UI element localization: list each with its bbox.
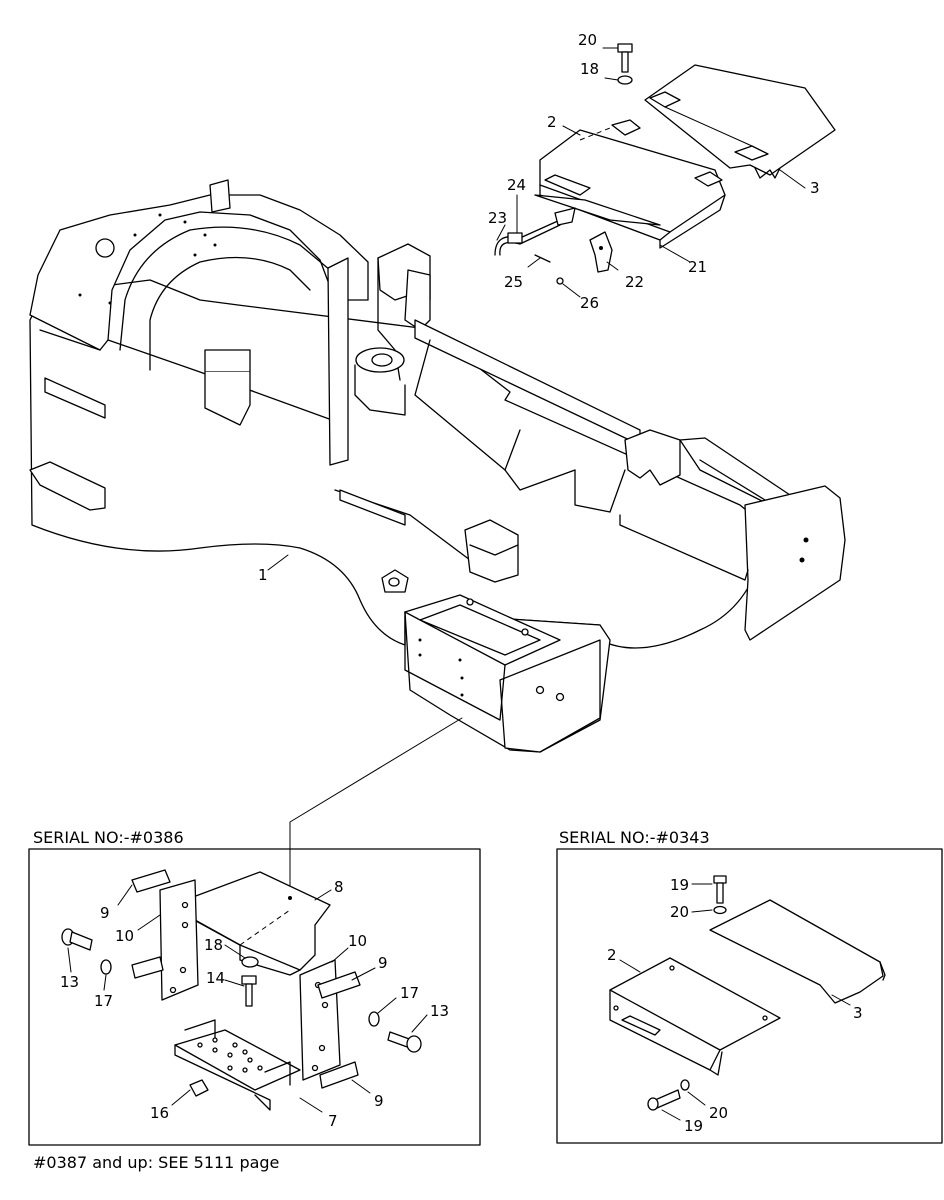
callout-1: 1 — [258, 566, 268, 584]
callout-9: 9 — [378, 954, 388, 972]
callout-7: 7 — [328, 1112, 338, 1130]
callout-2: 2 — [547, 113, 557, 131]
callout-19: 19 — [684, 1117, 703, 1135]
callout-18: 18 — [580, 60, 599, 78]
footnote: #0387 and up: SEE 5111 page — [33, 1153, 279, 1172]
callout-10: 10 — [348, 932, 367, 950]
left-detail-box — [28, 848, 481, 1146]
right-box-title: SERIAL NO:-#0343 — [559, 828, 710, 847]
callout-labels: 20 18 2 3 24 23 25 22 21 26 1 9 10 8 13 … — [60, 31, 863, 1135]
main-frame — [29, 179, 846, 753]
callout-19: 19 — [670, 876, 689, 894]
callout-18: 18 — [204, 936, 223, 954]
callout-25: 25 — [504, 273, 523, 291]
callout-14: 14 — [206, 969, 225, 987]
callout-3: 3 — [810, 179, 820, 197]
callout-16: 16 — [150, 1104, 169, 1122]
callout-13: 13 — [430, 1002, 449, 1020]
callout-3: 3 — [853, 1004, 863, 1022]
detail-connector-line — [289, 717, 463, 906]
left-box-title: SERIAL NO:-#0386 — [33, 828, 184, 847]
callout-23: 23 — [488, 209, 507, 227]
callout-24: 24 — [507, 176, 526, 194]
callout-13: 13 — [60, 973, 79, 991]
callout-17: 17 — [400, 984, 419, 1002]
callout-20: 20 — [670, 903, 689, 921]
callout-26: 26 — [580, 294, 599, 312]
callout-17: 17 — [94, 992, 113, 1010]
callout-9: 9 — [374, 1092, 384, 1110]
callout-22: 22 — [625, 273, 644, 291]
left-detail-parts — [61, 869, 428, 1113]
right-detail-parts — [609, 875, 886, 1121]
callout-21: 21 — [688, 258, 707, 276]
callout-10: 10 — [115, 927, 134, 945]
callout-9: 9 — [100, 904, 110, 922]
callout-2: 2 — [607, 946, 617, 964]
right-detail-box — [556, 848, 943, 1144]
cover-assembly — [494, 43, 836, 298]
callout-20: 20 — [709, 1104, 728, 1122]
callout-20: 20 — [578, 31, 597, 49]
callout-8: 8 — [334, 878, 344, 896]
